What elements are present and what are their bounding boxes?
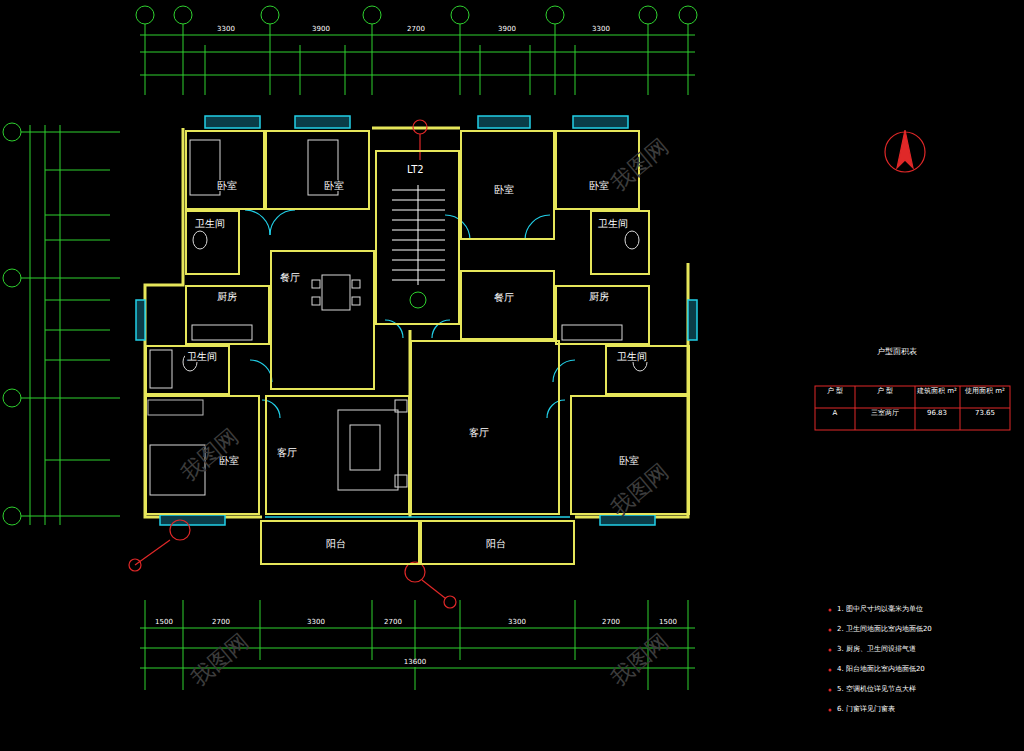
dimension: 3300 <box>591 26 611 34</box>
dimension: 3300 <box>216 26 236 34</box>
room-label: 卧室 <box>492 184 516 195</box>
room-area: 阳台 <box>420 520 575 565</box>
room-area: 卫生间 <box>590 210 650 275</box>
table-header: 户 型 <box>826 388 844 396</box>
table-header: 建筑面积 m² <box>916 388 958 396</box>
room-area: 客厅 <box>265 395 410 515</box>
table-header: 户 型 <box>876 388 894 396</box>
dimension: 2700 <box>406 26 426 34</box>
table-header: 使用面积 m² <box>964 388 1006 396</box>
dimension: 3900 <box>311 26 331 34</box>
dimension: 3300 <box>507 619 527 627</box>
table-cell: 96.83 <box>926 410 948 418</box>
table-cell: 73.65 <box>974 410 996 418</box>
room-label: 阳台 <box>324 538 348 549</box>
room-area: 卫生间 <box>605 345 690 395</box>
note-line: 2. 卫生间地面比室内地面低20 <box>836 626 933 634</box>
watermark: 我图网 <box>187 630 253 691</box>
dimension: 2700 <box>383 619 403 627</box>
note-line: 4. 阳台地面比室内地面低20 <box>836 666 926 674</box>
note-line: 1. 图中尺寸均以毫米为单位 <box>836 606 924 614</box>
dimension: 2700 <box>601 619 621 627</box>
dimension: 1500 <box>658 619 678 627</box>
dimension: 13600 <box>403 659 427 667</box>
room-area: 卫生间 <box>185 210 240 275</box>
dimension: 3900 <box>497 26 517 34</box>
room-area: 客厅 <box>410 340 560 515</box>
dimension: 3300 <box>306 619 326 627</box>
room-area: 卫生间 <box>145 345 230 395</box>
room-area: 厨房 <box>555 285 650 345</box>
room-label: 卧室 <box>215 180 239 191</box>
dimension: 2700 <box>211 619 231 627</box>
room-area: 餐厅 <box>270 250 375 390</box>
room-area: 卧室 <box>185 130 265 210</box>
room-label: 厨房 <box>215 291 239 302</box>
room-area: 卧室 <box>265 130 370 210</box>
note-line: 3. 厨房、卫生间设排气道 <box>836 646 917 654</box>
table-cell: 三室两厅 <box>870 410 900 418</box>
room-label: 卫生间 <box>615 351 649 362</box>
room-label: 卧室 <box>322 180 346 191</box>
room-area: LT2 <box>375 150 460 325</box>
room-label: 卧室 <box>587 180 611 191</box>
room-label: 餐厅 <box>492 292 516 303</box>
room-label: 阳台 <box>484 538 508 549</box>
watermark: 我图网 <box>607 460 673 521</box>
room-label: 卫生间 <box>193 218 227 229</box>
room-label: 卫生间 <box>596 218 630 229</box>
room-area: 卧室 <box>460 130 555 240</box>
room-label: 卫生间 <box>185 351 219 362</box>
room-area: 阳台 <box>260 520 420 565</box>
room-label: 餐厅 <box>278 272 302 283</box>
room-label: 客厅 <box>275 447 299 458</box>
room-area: 厨房 <box>185 285 270 345</box>
watermark: 我图网 <box>607 135 673 196</box>
room-label: 厨房 <box>587 291 611 302</box>
table-title: 户型面积表 <box>876 348 918 357</box>
room-label: 卧室 <box>617 455 641 466</box>
room-area: 餐厅 <box>460 270 555 340</box>
table-cell: A <box>832 410 839 418</box>
dimension: 1500 <box>154 619 174 627</box>
note-line: 6. 门窗详见门窗表 <box>836 706 896 714</box>
room-label: LT2 <box>405 164 426 175</box>
room-label: 客厅 <box>467 427 491 438</box>
note-line: 5. 空调机位详见节点大样 <box>836 686 917 694</box>
watermark: 我图网 <box>607 630 673 691</box>
